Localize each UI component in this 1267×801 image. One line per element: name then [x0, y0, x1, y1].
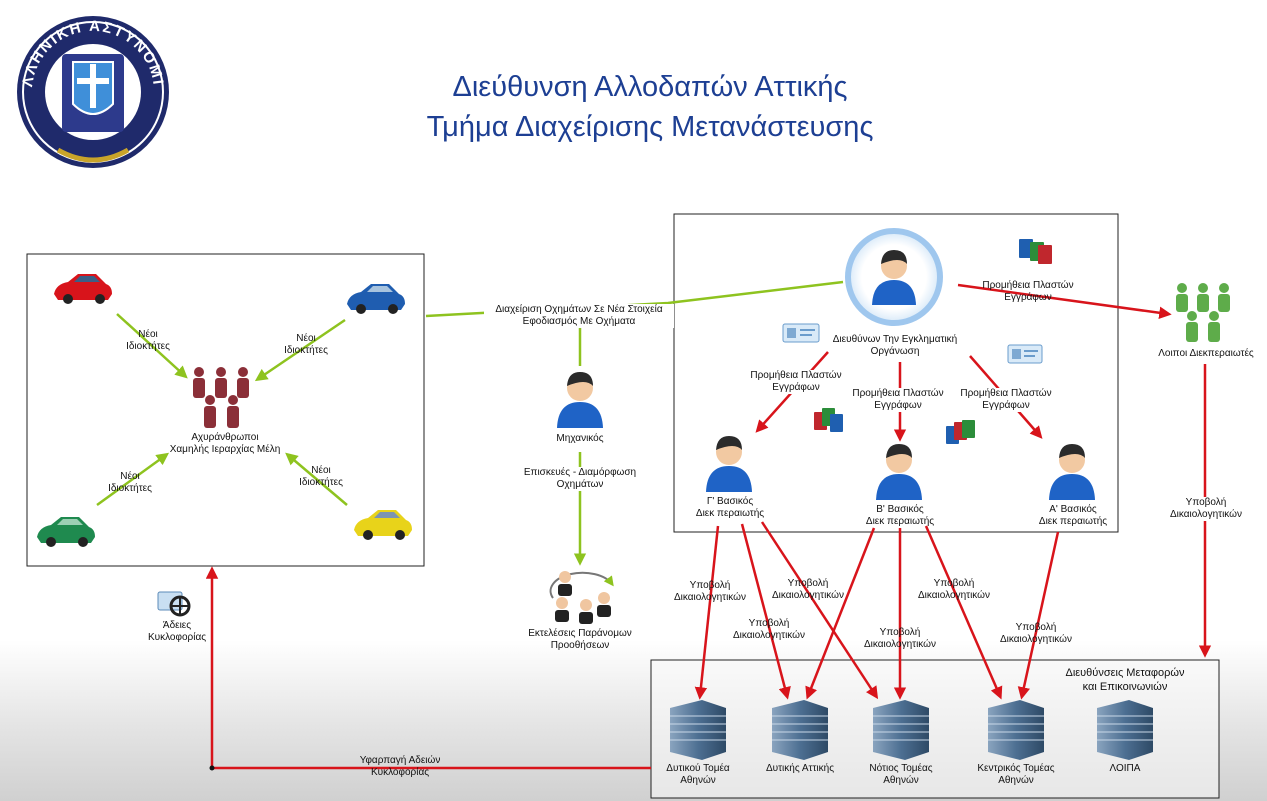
passports-icon — [814, 408, 843, 432]
police-logo: ΕΛΛΗΝΙΚΗ ΑΣΤΥΝΟΜΙΑ — [0, 0, 169, 168]
strawmen-group-icon — [193, 367, 249, 428]
mechanic-person-icon — [557, 372, 603, 428]
vehicle-permit-icon — [157, 591, 191, 617]
page-title-line1: Διεύθυνση Αλλοδαπών Αττικής — [452, 71, 848, 103]
server-icon-central-athens — [988, 700, 1044, 760]
arrow-br — [285, 452, 348, 506]
member-a-person-icon — [1049, 444, 1095, 500]
label-others-directorate: ΛΟΙΠΑ — [1109, 763, 1141, 774]
car-icon-red — [54, 274, 112, 304]
passports-icon — [946, 420, 975, 444]
server-icon-west-attica — [772, 700, 828, 760]
arrow-leader-to-others — [957, 283, 1172, 319]
server-icon-south-athens — [873, 700, 929, 760]
passports-icon — [1019, 239, 1052, 264]
other-handlers-group-icon — [1176, 283, 1230, 342]
label-mechanic: Μηχανικός — [556, 433, 604, 444]
arrow-bl — [96, 452, 170, 507]
executors-group-icon — [549, 571, 614, 624]
member-b-person-icon — [876, 444, 922, 500]
car-icon-blue — [347, 284, 405, 314]
id-card-icon — [1007, 344, 1043, 364]
member-g-person-icon — [706, 436, 752, 492]
id-card-icon — [782, 323, 820, 343]
label-other-handlers: Λοιποι Διεκπεραιωτές — [1158, 348, 1254, 359]
page-title-line2: Τμήμα Διαχείρισης Μετανάστευσης — [426, 111, 874, 143]
arrow-tr — [254, 318, 346, 382]
arrow-tl — [116, 313, 188, 379]
car-icon-yellow — [354, 510, 412, 540]
submission-arrows — [694, 521, 1060, 700]
label-west-attica: Δυτικής Αττικής — [765, 763, 835, 774]
server-icon-others — [1097, 700, 1153, 760]
server-icon-west-athens — [670, 700, 726, 760]
leader-person-icon — [845, 228, 943, 326]
car-icon-green — [37, 517, 95, 547]
